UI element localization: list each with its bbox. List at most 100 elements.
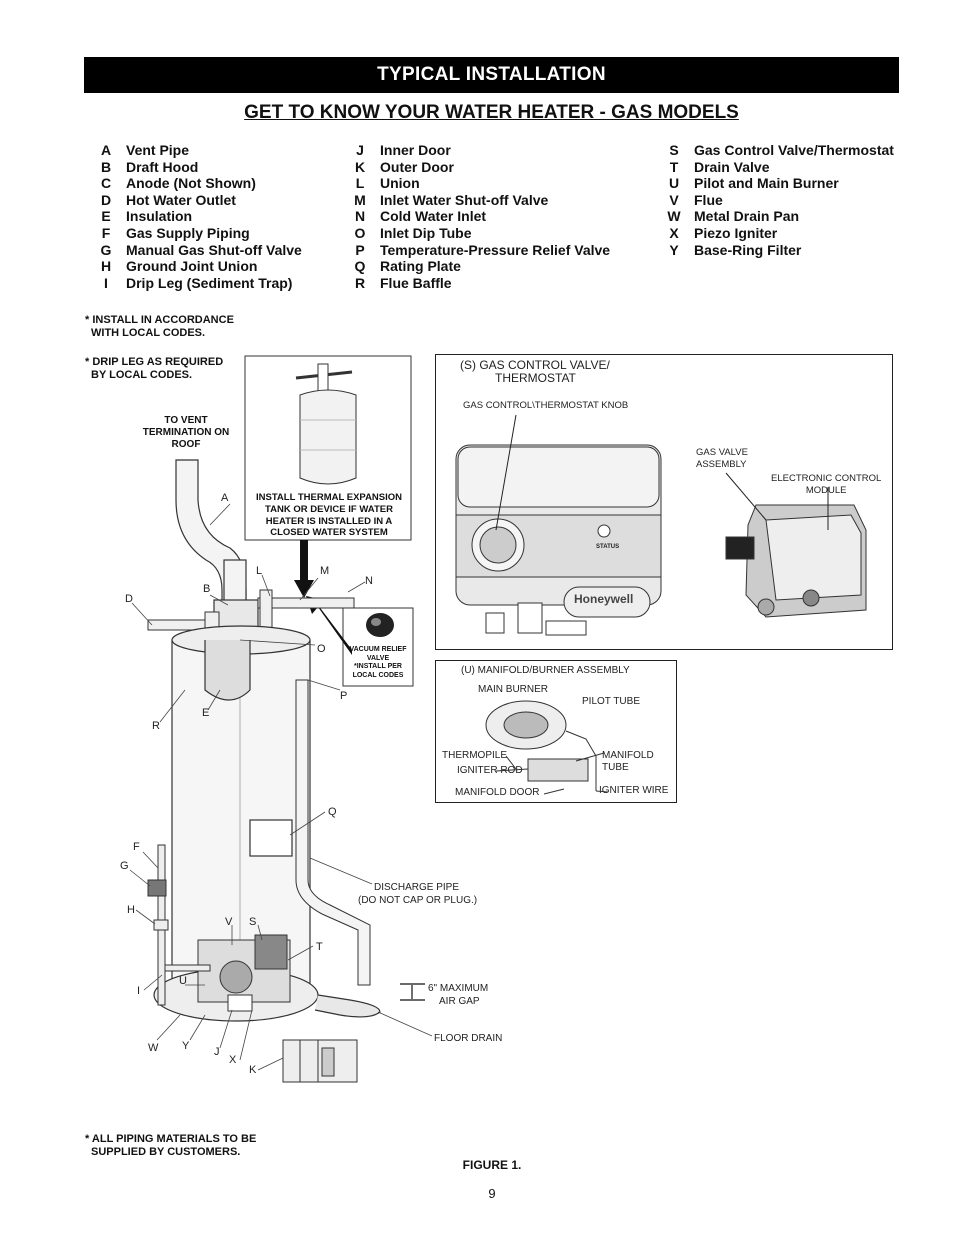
legend-letter: F [101, 224, 111, 241]
vacuum-relief-valve-icon [366, 613, 394, 637]
legend-letter: K [354, 158, 366, 175]
legend-letter: O [354, 224, 366, 241]
expansion-tank-box [244, 355, 412, 541]
legend-letter: G [100, 241, 112, 258]
legend-label: Inner Door [380, 142, 451, 158]
legend-letter: T [669, 158, 679, 175]
letter-k: K [249, 1064, 257, 1076]
gas-valve-l2: ASSEMBLY [696, 458, 747, 470]
legend-label: Piezo Igniter [694, 224, 778, 241]
airgap-l1: 6" MAXIMUM [428, 983, 489, 994]
letter-m: M [320, 565, 330, 577]
legend-item: H Ground Joint Union [94, 258, 302, 275]
legend-label: Outer Door [380, 158, 454, 175]
legend-item: T Drain Valve [662, 159, 894, 176]
legend-letter: N [354, 208, 366, 225]
letter-j: J [214, 1046, 220, 1058]
letter-f: F [133, 841, 140, 853]
gas-supply-piping-icon [147, 844, 211, 1006]
vac-l2: VALVE [366, 654, 390, 662]
manifold-l1: MANIFOLD [602, 750, 654, 761]
letter-i: I [137, 985, 141, 997]
letter-w: W [148, 1042, 159, 1054]
vacuum-relief-label: VACUUM RELIEF VALVE *INSTALL PER LOCAL C… [344, 646, 412, 680]
letter-d: D [125, 593, 133, 605]
install-note-line-2: WITH LOCAL CODES. [91, 327, 206, 339]
manifold-l2: TUBE [602, 762, 629, 773]
piping-note-line-1: * ALL PIPING MATERIALS TO BE [85, 1133, 257, 1145]
legend-label: Manual Gas Shut-off Valve [126, 241, 302, 258]
legend-letter: J [356, 142, 364, 158]
legend-letter: L [355, 175, 365, 192]
letter-r: R [152, 720, 160, 732]
letter-g: G [120, 860, 129, 872]
discharge-pipe-icon [295, 679, 371, 986]
letter-t: T [316, 941, 323, 953]
knob-label: GAS CONTROL\THERMOSTAT KNOB [463, 400, 629, 411]
gas-valve-label: GAS VALVE ASSEMBLY [696, 447, 748, 470]
legend-letter: B [100, 158, 112, 175]
legend-label: Drip Leg (Sediment Trap) [126, 274, 293, 291]
drip-note: * DRIP LEG AS REQUIRED BY LOCAL CODES. [85, 356, 223, 382]
legend-label: Anode (Not Shown) [126, 175, 256, 192]
expansion-arrow-icon [294, 540, 314, 598]
rating-plate [249, 819, 293, 857]
legend-label: Hot Water Outlet [126, 191, 236, 208]
piping-note: * ALL PIPING MATERIALS TO BE SUPPLIED BY… [85, 1133, 256, 1159]
air-gap-icon [400, 983, 425, 1001]
burner-assembly-box: (U) MANIFOLD/BURNER ASSEMBLY MAIN BURNER… [435, 660, 677, 803]
drip-note-line-1: * DRIP LEG AS REQUIRED [85, 356, 224, 368]
legend-letter: V [669, 191, 679, 208]
legend-label: Drain Valve [694, 158, 770, 175]
gas-control-unit-icon [455, 414, 662, 636]
letter-e: E [202, 707, 210, 719]
letter-o: O [317, 643, 326, 655]
legend-label: Base-Ring Filter [694, 241, 802, 258]
legend-label: Union [380, 175, 420, 192]
section-banner: TYPICAL INSTALLATION [84, 57, 899, 93]
legend-item: Y Base-Ring Filter [662, 242, 894, 259]
expansion-tank-icon [295, 363, 357, 485]
page-number: 9 [488, 1186, 496, 1201]
page-subtitle: GET TO KNOW YOUR WATER HEATER - GAS MODE… [244, 102, 739, 123]
legend-label: Gas Control Valve/Thermostat [694, 142, 894, 158]
legend-label: Ground Joint Union [126, 258, 258, 275]
outer-door-icon [282, 1039, 358, 1083]
legend-letter: M [354, 191, 366, 208]
legend-item: K Outer Door [348, 159, 610, 176]
legend-letter: Y [669, 241, 679, 258]
piping-note-line-2: SUPPLIED BY CUSTOMERS. [91, 1146, 241, 1158]
legend-label: Flue Baffle [380, 274, 452, 291]
water-heater-tank [171, 625, 311, 994]
legend-letter: P [355, 241, 365, 258]
legend-item: L Union [348, 175, 610, 192]
floor-drain-label: FLOOR DRAIN [434, 1033, 503, 1044]
vac-l1: VACUUM RELIEF [349, 646, 407, 653]
legend-letter: Q [354, 258, 366, 275]
exp-l1: INSTALL THERMAL EXPANSION [255, 492, 403, 503]
legend-label: Gas Supply Piping [126, 224, 250, 241]
igniter-rod-label: IGNITER ROD [457, 765, 523, 776]
legend-letter: D [100, 191, 112, 208]
gas-control-title: (S) GAS CONTROL VALVE/ THERMOSTAT [460, 359, 610, 385]
legend-letter: H [100, 258, 112, 275]
legend-label: Pilot and Main Burner [694, 175, 839, 192]
letter-n: N [365, 575, 373, 587]
legend-label: Metal Drain Pan [694, 208, 800, 225]
letter-b: B [203, 583, 211, 595]
letter-q: Q [328, 806, 337, 818]
burner-area-icon [197, 934, 291, 1012]
letter-y: Y [182, 1040, 190, 1052]
vent-l3: ROOF [171, 439, 201, 450]
gas-control-title-l2: THERMOSTAT [495, 371, 576, 385]
letter-a: A [221, 492, 229, 504]
letter-l: L [256, 565, 263, 577]
igniter-wire-label: IGNITER WIRE [599, 785, 669, 796]
